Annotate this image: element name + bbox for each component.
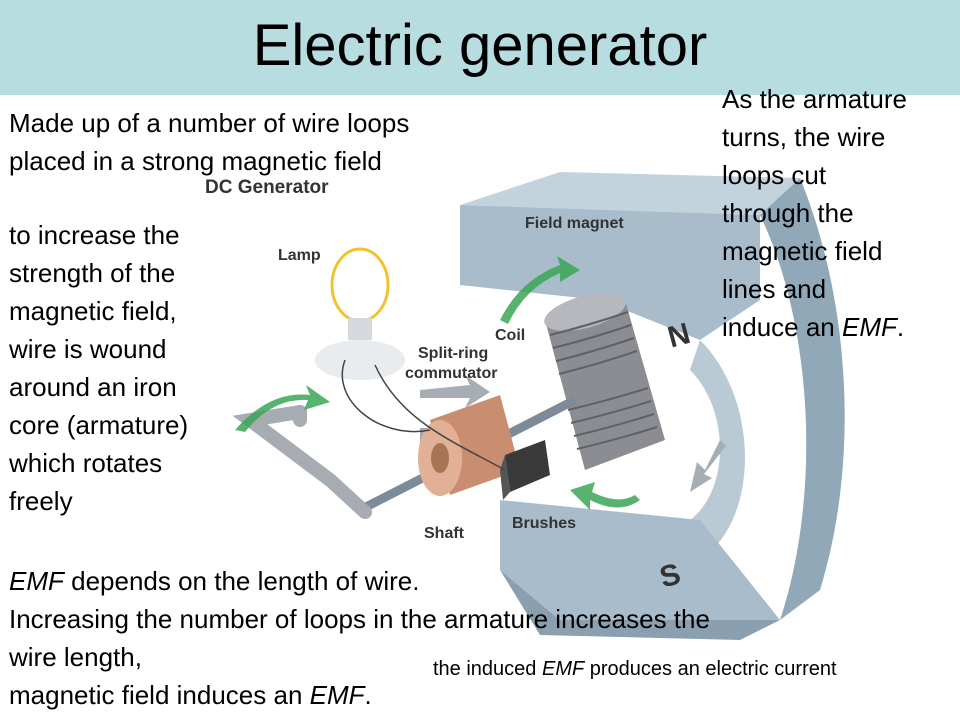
armature-note-line: which rotates	[9, 448, 163, 478]
caption-prefix: the induced	[433, 658, 542, 680]
magnet-bottom-front	[500, 570, 780, 640]
field-magnet-label: Field magnet	[525, 215, 624, 232]
intro-line-2: placed in a strong magnetic field	[9, 146, 382, 176]
coil-armature	[544, 293, 665, 470]
magnet-top-front	[460, 205, 760, 340]
bottom-line-2: Increasing the number of loops in the ar…	[9, 604, 710, 634]
right-note-line: through the	[722, 198, 854, 228]
right-note-line: turns, the wire	[722, 122, 886, 152]
magnet-inner-curve	[690, 340, 745, 560]
armature-note-line: strength of the	[9, 258, 176, 288]
armature-note-line: to increase the	[9, 220, 180, 250]
bottom-line-1-rest: depends on the length of wire.	[63, 566, 420, 596]
lamp-label: Lamp	[278, 247, 321, 264]
brushes	[500, 440, 550, 500]
magnet-bottom-face	[500, 500, 780, 620]
bottom-line-1: EMF depends on the length of wire.	[9, 562, 419, 600]
bottom-emf: EMF	[9, 566, 64, 596]
shaft-label: Shaft	[424, 525, 465, 542]
armature-note-line: magnetic field,	[9, 296, 177, 326]
armature-note-line: core (armature)	[9, 410, 189, 440]
split-ring-commutator	[418, 395, 520, 496]
right-note-suffix: .	[896, 312, 905, 342]
lamp	[315, 247, 405, 380]
caption-emf: EMF	[541, 658, 585, 680]
right-note-line: As the armature	[722, 84, 907, 114]
commutator-label-1: Split-ring	[418, 345, 488, 362]
induced-current-caption: the induced EMF produces an electric cur…	[433, 657, 837, 681]
right-note-line: magnetic field	[722, 236, 883, 266]
bottom-line-3: wire length,	[9, 642, 142, 672]
page-title: Electric generator	[252, 13, 708, 78]
right-note-line: loops cut	[722, 160, 827, 190]
intro-line-1: Made up of a number of wire loops	[9, 108, 410, 138]
armature-note-line: freely	[9, 486, 73, 516]
right-note-emf: EMF	[841, 312, 897, 342]
armature-note-line: around an iron	[9, 372, 177, 402]
bottom-line-4-suffix: .	[364, 680, 372, 710]
diagram-heading: DC Generator	[205, 177, 329, 198]
gray-arrows	[420, 375, 726, 492]
bottom-line-4-emf: EMF	[309, 680, 365, 710]
bottom-line-4: magnetic field induces an EMF.	[9, 676, 372, 714]
circuit-wires	[341, 359, 506, 471]
armature-note-line: wire is wound	[9, 334, 167, 364]
caption-suffix: produces an electric current	[584, 658, 837, 680]
right-note-last-line: induce an EMF.	[722, 308, 904, 346]
crank-handle	[232, 405, 372, 519]
right-note-line: lines and	[722, 274, 827, 304]
magnet-curve	[760, 178, 845, 620]
title-band	[0, 0, 960, 95]
magnet-top-face	[460, 172, 800, 215]
bottom-line-4-prefix: magnetic field induces an	[9, 680, 310, 710]
right-note-prefix: induce an	[722, 312, 842, 342]
coil-label: Coil	[495, 327, 525, 344]
rotation-arrows	[235, 256, 640, 510]
commutator-label-2: commutator	[405, 365, 497, 382]
brushes-label: Brushes	[512, 515, 576, 532]
